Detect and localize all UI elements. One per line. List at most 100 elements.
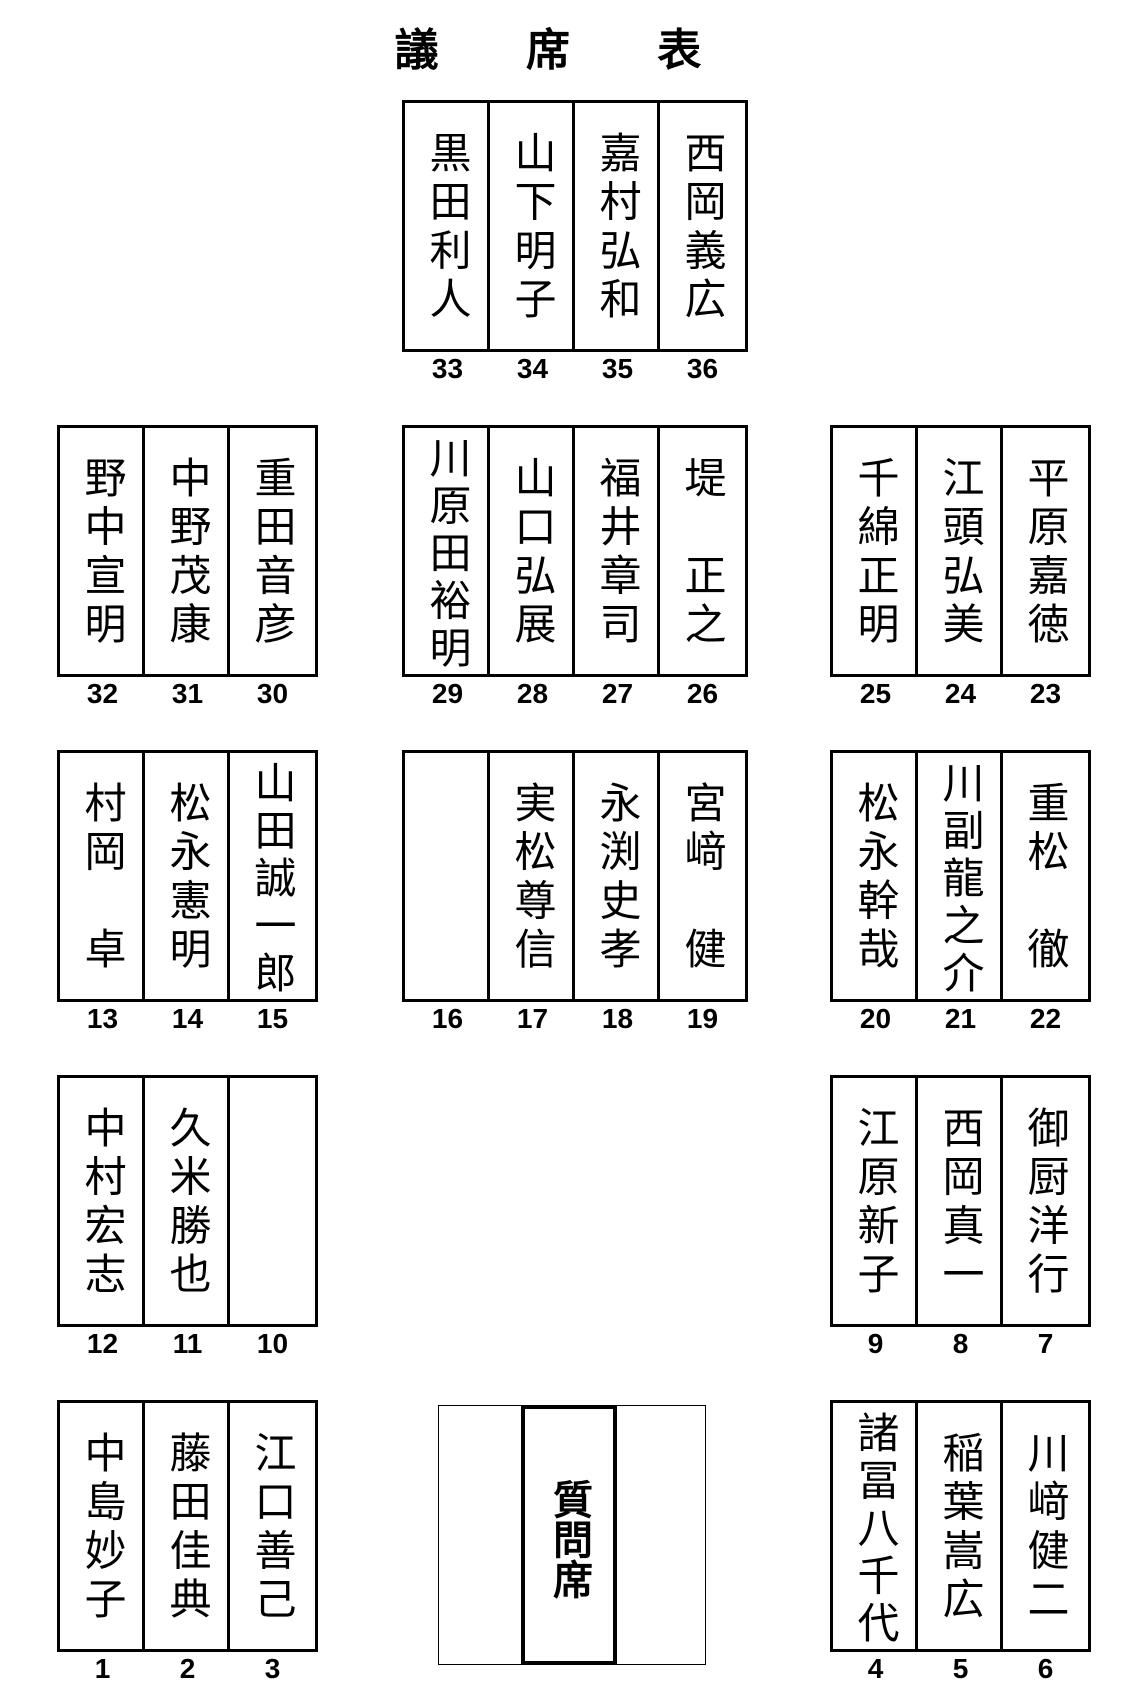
seat-number: 32 bbox=[86, 678, 119, 709]
seat-number: 9 bbox=[867, 1328, 884, 1359]
seat-number: 8 bbox=[952, 1328, 969, 1359]
member-name: 永渕史孝 bbox=[593, 781, 642, 969]
seat-number: 31 bbox=[171, 678, 204, 709]
seat-number: 6 bbox=[1037, 1653, 1054, 1684]
member-name: 千綿正明 bbox=[851, 456, 900, 644]
seat-number: 36 bbox=[686, 353, 719, 384]
seat: 10 bbox=[230, 1078, 315, 1359]
seat: 野中宣明 32 bbox=[60, 428, 145, 709]
member-name: 重松 徹 bbox=[1021, 781, 1070, 969]
member-name: 松永憲明 bbox=[163, 781, 212, 969]
member-name: 川﨑健二 bbox=[1021, 1431, 1070, 1619]
seat: 実松尊信 17 bbox=[490, 753, 575, 1034]
seat-number: 4 bbox=[867, 1653, 884, 1684]
seat-block-13-15: 村岡 卓 13 松永憲明 14 山田誠一郎 15 bbox=[57, 750, 318, 1034]
seat: 重松 徹 22 bbox=[1003, 753, 1088, 1034]
seat-number: 28 bbox=[516, 678, 549, 709]
member-name bbox=[230, 1106, 315, 1294]
seat-number: 22 bbox=[1029, 1003, 1062, 1034]
seat-number: 35 bbox=[601, 353, 634, 384]
member-name: 久米勝也 bbox=[163, 1106, 212, 1294]
member-name: 野中宣明 bbox=[78, 456, 127, 644]
seat: 永渕史孝 18 bbox=[575, 753, 660, 1034]
seat: 江原新子 9 bbox=[833, 1078, 918, 1359]
seat: 江口善己 3 bbox=[230, 1403, 315, 1684]
seat: 中野茂康 31 bbox=[145, 428, 230, 709]
member-name: 稲葉嵩広 bbox=[936, 1431, 985, 1619]
seat: 山田誠一郎 15 bbox=[230, 753, 315, 1034]
seat-number: 20 bbox=[859, 1003, 892, 1034]
member-name: 西岡義広 bbox=[678, 131, 727, 319]
member-name: 川副龍之介 bbox=[936, 761, 985, 993]
podium-seat: 質問席 bbox=[521, 1405, 617, 1665]
seat: 川副龍之介 21 bbox=[918, 753, 1003, 1034]
member-name: 西岡真一 bbox=[936, 1106, 985, 1294]
member-name: 中村宏志 bbox=[78, 1106, 127, 1294]
member-name: 川原田裕明 bbox=[423, 436, 472, 668]
seat-number: 11 bbox=[172, 1328, 203, 1359]
member-name: 村岡 卓 bbox=[78, 781, 127, 969]
seat: 西岡真一 8 bbox=[918, 1078, 1003, 1359]
seat-number: 33 bbox=[431, 353, 464, 384]
seat-number: 7 bbox=[1037, 1328, 1054, 1359]
seat-number: 27 bbox=[601, 678, 634, 709]
seat-number: 14 bbox=[171, 1003, 204, 1034]
member-name: 藤田佳典 bbox=[163, 1431, 212, 1619]
seat-number: 21 bbox=[944, 1003, 977, 1034]
seat-number: 1 bbox=[94, 1653, 111, 1684]
seat: 松永憲明 14 bbox=[145, 753, 230, 1034]
member-name: 宮﨑 健 bbox=[678, 781, 727, 969]
seat: 村岡 卓 13 bbox=[60, 753, 145, 1034]
seat-number: 19 bbox=[686, 1003, 719, 1034]
seat-number: 18 bbox=[601, 1003, 634, 1034]
seat: 16 bbox=[405, 753, 490, 1034]
member-name: 中島妙子 bbox=[78, 1431, 127, 1619]
member-name: 山田誠一郎 bbox=[248, 761, 297, 993]
seat: 重田音彦 30 bbox=[230, 428, 315, 709]
member-name: 諸冨八千代 bbox=[851, 1411, 900, 1643]
seat-number: 13 bbox=[86, 1003, 119, 1034]
seat: 黒田利人 33 bbox=[405, 103, 490, 384]
seat-number: 25 bbox=[859, 678, 892, 709]
podium-label: 質問席 bbox=[546, 1479, 592, 1599]
seat: 千綿正明 25 bbox=[833, 428, 918, 709]
member-name: 黒田利人 bbox=[423, 131, 472, 319]
seat-number: 15 bbox=[256, 1003, 289, 1034]
member-name: 堤 正之 bbox=[678, 456, 727, 644]
seat: 宮﨑 健 19 bbox=[660, 753, 745, 1034]
seat: 嘉村弘和 35 bbox=[575, 103, 660, 384]
seat: 中島妙子 1 bbox=[60, 1403, 145, 1684]
seat: 福井章司 27 bbox=[575, 428, 660, 709]
seat-number: 3 bbox=[264, 1653, 281, 1684]
question-podium: 質問席 bbox=[438, 1405, 706, 1665]
seat-number: 34 bbox=[516, 353, 549, 384]
member-name: 江口善己 bbox=[248, 1431, 297, 1619]
seat-number: 17 bbox=[516, 1003, 549, 1034]
seat-number: 24 bbox=[944, 678, 977, 709]
member-name: 重田音彦 bbox=[248, 456, 297, 644]
seat: 諸冨八千代 4 bbox=[833, 1403, 918, 1684]
member-name: 江原新子 bbox=[851, 1106, 900, 1294]
seat-number: 30 bbox=[256, 678, 289, 709]
member-name: 嘉村弘和 bbox=[593, 131, 642, 319]
member-name: 福井章司 bbox=[593, 456, 642, 644]
seat-number: 29 bbox=[431, 678, 464, 709]
member-name: 実松尊信 bbox=[508, 781, 557, 969]
seat: 川原田裕明 29 bbox=[405, 428, 490, 709]
member-name: 中野茂康 bbox=[163, 456, 212, 644]
seat: 川﨑健二 6 bbox=[1003, 1403, 1088, 1684]
seat: 久米勝也 11 bbox=[145, 1078, 230, 1359]
